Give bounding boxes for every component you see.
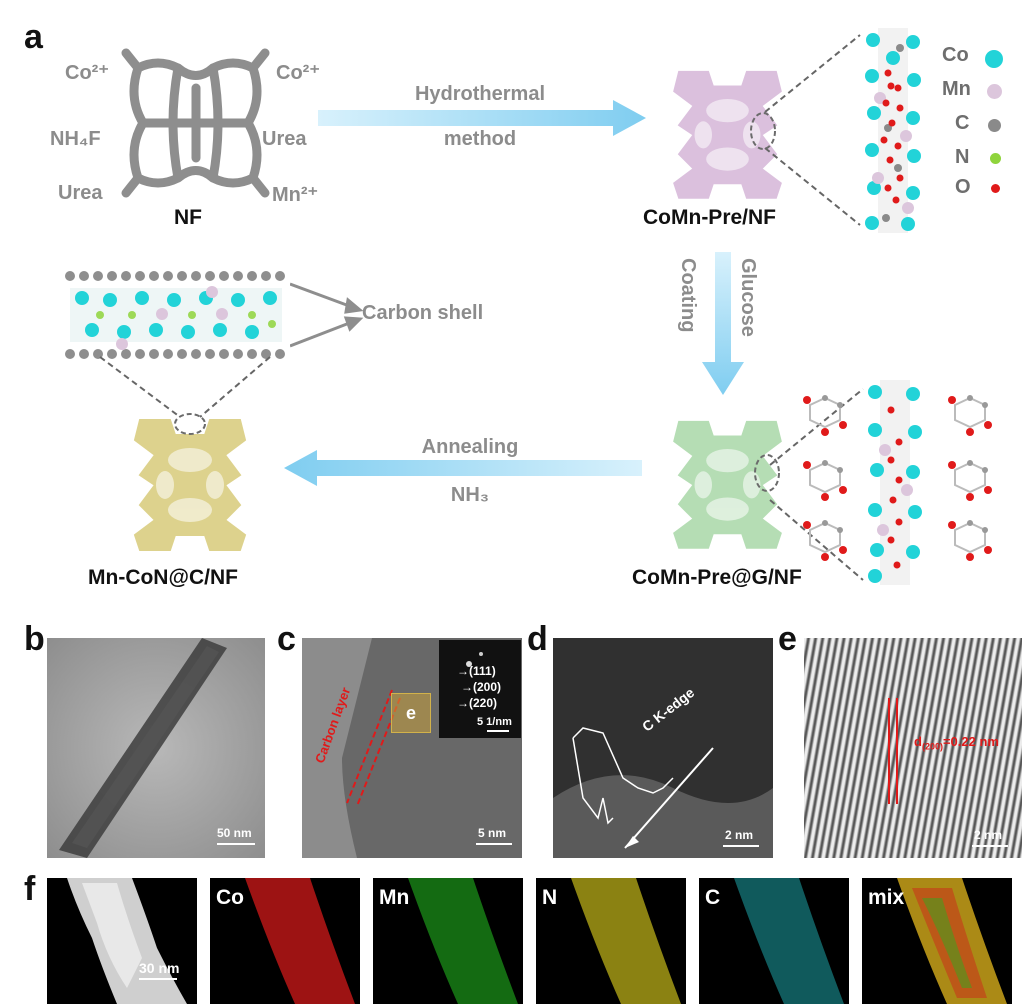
carbon-shell-label: Carbon shell xyxy=(362,302,484,324)
eds-label-mn: Mn xyxy=(379,886,410,909)
scale-bar-f xyxy=(139,978,177,980)
panel-letter-e: e xyxy=(778,620,797,658)
reactant-mn: Mn²⁺ xyxy=(272,184,319,206)
saed-scale-bar xyxy=(487,730,509,732)
glucose-label: Glucose xyxy=(737,258,759,337)
scale-bar-c xyxy=(476,843,512,845)
label-mn-con: Mn-CoN@C/NF xyxy=(88,566,238,589)
eds-label-c: C xyxy=(705,886,721,909)
legend-label-c: C xyxy=(955,112,970,134)
zoom-ellipse-final xyxy=(174,413,206,435)
reactant-urea-left: Urea xyxy=(58,182,103,204)
d-symbol: d xyxy=(914,734,922,749)
scale-label-e: 2 nm xyxy=(974,828,1003,842)
zoom-lines-final xyxy=(99,356,271,418)
zoom-lines-pre xyxy=(764,34,861,226)
scale-label-c: 5 nm xyxy=(478,826,507,840)
selection-box-e: e xyxy=(391,693,431,733)
eds-label-mix: mix xyxy=(868,886,905,909)
saed-111: →(111) xyxy=(457,664,496,678)
label-nf: NF xyxy=(174,206,202,229)
d-spacing-label: d(200)=0.22 nm xyxy=(914,734,999,752)
hydrothermal-arrow xyxy=(318,100,646,136)
haadf-image-f: 30 nm xyxy=(47,878,197,1004)
scale-label-d: 2 nm xyxy=(725,828,754,842)
scale-label-b: 50 nm xyxy=(217,826,252,840)
scale-bar-e xyxy=(972,845,1008,847)
eds-map-mix: mix xyxy=(862,878,1012,1004)
d-value: =0.22 nm xyxy=(942,734,999,749)
method-label: method xyxy=(443,128,517,150)
zoom-ellipse-preg xyxy=(754,454,780,492)
coating-label: Coating xyxy=(677,258,699,333)
reactant-nh4f: NH₄F xyxy=(50,128,101,150)
crystal-structure-pre xyxy=(865,28,921,233)
label-comn-preg: CoMn-Pre@G/NF xyxy=(632,566,802,589)
saed-111-label: (111) xyxy=(469,664,496,678)
eds-label-n: N xyxy=(542,886,558,909)
nh3-label: NH₃ xyxy=(450,484,490,506)
eds-map-c: C xyxy=(699,878,849,1004)
saed-200-label: (200) xyxy=(473,680,502,694)
annealing-arrow xyxy=(284,450,642,486)
eds-label-co: Co xyxy=(216,886,244,909)
tem-image-b: 50 nm xyxy=(47,638,265,858)
saed-inset: →(111) →(200) →(220) 5 1/nm xyxy=(439,640,521,738)
legend-label-co: Co xyxy=(942,44,969,66)
panel-letter-f: f xyxy=(24,870,36,908)
saed-220-label: (220) xyxy=(469,696,498,710)
scale-bar-b xyxy=(217,843,255,845)
panel-letter-d: d xyxy=(527,620,548,658)
glucose-crystal-structure xyxy=(803,380,992,585)
panel-letter-c: c xyxy=(277,620,296,658)
legend-dot-c xyxy=(988,119,1001,132)
hydrothermal-label: Hydrothermal xyxy=(414,83,546,105)
carbon-shell-schematic xyxy=(65,271,285,359)
eds-map-n: N xyxy=(536,878,686,1004)
annealing-label: Annealing xyxy=(421,436,519,458)
hrtem-image-c: Carbon layer e →(111) →(200) →(220) 5 1/… xyxy=(302,638,522,858)
lattice-fringe-image-e: d(200)=0.22 nm 2 nm xyxy=(804,638,1022,858)
saed-scale-label: 5 1/nm xyxy=(477,716,512,728)
coating-arrow xyxy=(702,252,744,395)
eds-map-mn: Mn xyxy=(373,878,523,1004)
legend-dot-o xyxy=(991,184,1000,193)
panel-letter-b: b xyxy=(24,620,45,658)
scale-bar-d xyxy=(723,845,759,847)
carbon-shell-arrows xyxy=(290,282,364,348)
label-comn-pre: CoMn-Pre/NF xyxy=(643,206,776,229)
legend-dot-n xyxy=(990,153,1001,164)
scale-label-f: 30 nm xyxy=(139,960,180,976)
legend-dot-mn xyxy=(987,84,1002,99)
reactant-co-right: Co²⁺ xyxy=(276,62,320,84)
reactant-co-left: Co²⁺ xyxy=(65,62,109,84)
saed-200: →(200) xyxy=(461,680,502,694)
d-plane: (200) xyxy=(921,741,943,752)
legend-label-n: N xyxy=(955,146,970,168)
haadf-image-d: C K-edge 2 nm xyxy=(553,638,773,858)
nickel-foam-skeleton xyxy=(121,48,270,198)
legend-label-mn: Mn xyxy=(942,78,971,100)
panel-letter-a: a xyxy=(24,18,43,56)
zoom-ellipse-pre xyxy=(750,112,776,150)
saed-220: →(220) xyxy=(457,696,498,710)
legend-label-o: O xyxy=(955,176,971,198)
eds-map-co: Co xyxy=(210,878,360,1004)
reactant-urea-right: Urea xyxy=(262,128,307,150)
legend-dot-co xyxy=(985,50,1003,68)
zoom-lines-preg xyxy=(769,388,864,581)
lattice-marker xyxy=(888,698,898,804)
